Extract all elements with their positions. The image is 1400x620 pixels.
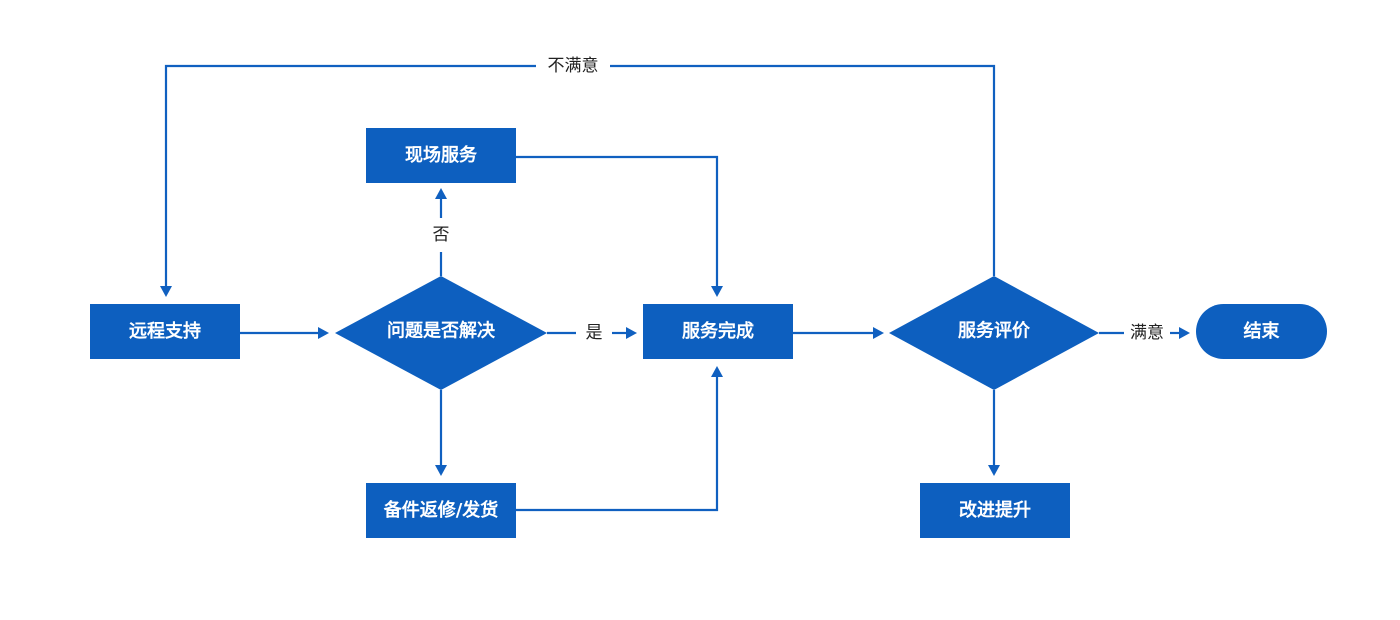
node-onsite-service: 现场服务 [366,128,516,183]
edge-label-no: 否 [433,225,450,245]
node-end-label: 结束 [1244,320,1281,342]
edge-spare-parts-to-complete [516,366,723,512]
node-spare-parts: 备件返修/发货 [366,483,516,538]
edge-decision-to-spare-parts [435,390,447,476]
node-onsite-service-label: 现场服务 [405,144,478,166]
edge-onsite-to-complete [516,155,723,297]
node-end: 结束 [1196,304,1327,359]
node-problem-solved-decision: 问题是否解决 [335,276,547,390]
node-service-complete-label: 服务完成 [682,320,754,342]
node-remote-support-label: 远程支持 [129,320,201,342]
edge-evaluation-to-remote [160,64,996,297]
node-improve-label: 改进提升 [959,499,1031,521]
edge-complete-to-evaluation [793,327,884,339]
node-service-complete: 服务完成 [643,304,793,359]
edge-decision-to-onsite [435,188,447,276]
node-service-evaluation-decision: 服务评价 [889,276,1099,390]
edge-evaluation-to-end [1099,327,1190,339]
node-spare-parts-label: 备件返修/发货 [383,499,499,521]
edge-label-unsatisfied: 不满意 [548,56,599,76]
node-improve: 改进提升 [920,483,1070,538]
node-service-evaluation-label: 服务评价 [958,320,1031,342]
node-remote-support: 远程支持 [90,304,240,359]
edge-label-satisfied: 满意 [1130,323,1164,343]
edge-remote-to-decision [240,327,329,339]
edge-decision-to-complete [547,327,637,339]
edge-label-yes: 是 [586,323,603,343]
node-problem-solved-label: 问题是否解决 [387,320,496,342]
edge-evaluation-to-improve [988,390,1000,476]
